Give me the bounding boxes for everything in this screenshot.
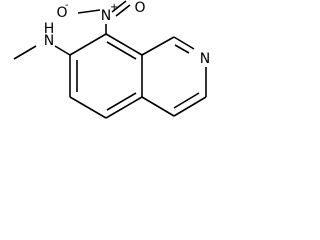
bond-c4-c4a (141, 96, 175, 117)
nitro-nitrogen-label: N (101, 8, 111, 24)
bond-c1-n2 (173, 36, 195, 50)
bond-c8-c8a (105, 33, 143, 56)
bond-c7-c8 (69, 33, 107, 56)
structure-canvas: O - O N + N H N (0, 0, 219, 153)
amine-nitrogen-label: N (44, 33, 54, 49)
bond-nitro-n-o-minus (77, 9, 101, 14)
bond-amine-n-methyl (13, 45, 37, 60)
bond-nitro-n-o-double-a (111, 0, 127, 13)
molecule-drawing: O - O N + N H N (13, 0, 210, 119)
bond-nitro-n-o-double-b (115, 4, 131, 17)
bond-c8-c8a-inner (106, 41, 137, 60)
oxygen-double-label: O (134, 0, 145, 16)
bond-c8a-c1 (141, 36, 175, 56)
bond-c7-amine-n (54, 45, 71, 56)
amine-hydrogen-label: H (44, 21, 55, 37)
nitro-nitrogen-charge: + (110, 2, 118, 13)
bond-c3-c4-inner (173, 92, 200, 109)
oxygen-minus-charge: - (65, 0, 69, 11)
bond-c5-c6 (69, 96, 107, 119)
ring-nitrogen-label: N (200, 51, 210, 67)
bond-c4a-c5 (105, 96, 143, 119)
bond-c4a-c5-inner (106, 92, 137, 111)
bond-c3-c4 (173, 96, 207, 117)
oxygen-minus-label: O (56, 5, 67, 21)
bond-c1-n2-inner (174, 44, 190, 54)
